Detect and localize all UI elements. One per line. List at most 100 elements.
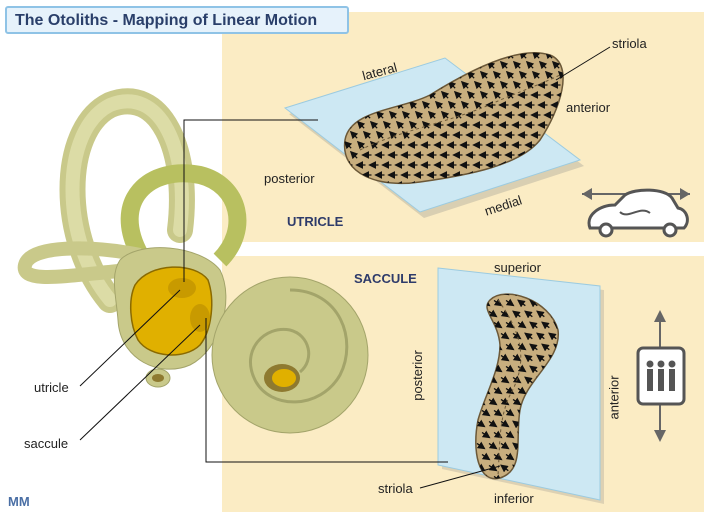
utricle-hair-cell-arrow [414, 52, 424, 60]
utricle-hair-cell-arrow [525, 60, 535, 70]
utricle-hair-cell-arrow [427, 52, 437, 60]
saccule-hair-cell-arrow [481, 430, 491, 439]
utricle-hair-cell-arrow [518, 70, 528, 80]
saccule-hair-cell-arrow [476, 441, 486, 450]
label-saccule-posterior: posterior [409, 350, 425, 401]
saccule-hair-cell-arrow [512, 397, 522, 406]
saccule-hair-cell-arrow [493, 408, 503, 417]
saccule-hair-cell-arrow [500, 419, 510, 428]
utricle-hair-cell-arrow [388, 130, 398, 140]
utricle-hair-cell-arrow [460, 100, 470, 110]
utricle-hair-cell-arrow [499, 80, 509, 90]
utricle-hair-cell-arrow [440, 52, 450, 60]
label-utricle: utricle [34, 380, 69, 395]
saccule-hair-cell-arrow [488, 441, 498, 450]
saccule-hair-cell-arrow [541, 343, 550, 352]
saccule-hair-cell-arrow [541, 321, 550, 330]
label-utricle-striola: striola [612, 36, 647, 51]
utricle-hair-cell-arrow [414, 110, 424, 120]
utricle-hair-cell-arrow [388, 52, 398, 60]
utricle-hair-cell-arrow [349, 52, 359, 60]
saccule-hair-cell-arrow [548, 332, 557, 341]
utricle-hair-cell-arrow [369, 140, 379, 150]
utricle-hair-cell-arrow [349, 70, 359, 80]
utricle-hair-cell-arrow [344, 140, 353, 150]
utricle-hair-cell-arrow [395, 60, 405, 70]
utricle-hair-cell-arrow [453, 52, 463, 60]
saccule-hair-cell-arrow [505, 452, 515, 461]
utricle-hair-cell-arrow [492, 70, 502, 80]
mm-logo: MM [8, 494, 30, 509]
saccule-hair-cell-arrow [493, 320, 503, 329]
utricle-hair-cell-arrow [440, 110, 450, 120]
utricle-hair-cell-arrow [505, 90, 515, 100]
utricle-hair-cell-arrow [479, 52, 489, 60]
utricle-hair-cell-arrow [460, 60, 470, 70]
saccule-hair-cell-arrow [500, 331, 510, 340]
utricle-hair-cell-arrow [401, 110, 411, 120]
utricle-hair-cell-arrow [356, 140, 366, 150]
saccule-hair-cell-arrow [529, 343, 538, 352]
utricle-hair-cell-arrow [466, 90, 476, 100]
utricle-hair-cell-arrow [369, 120, 379, 130]
saccule-hair-cell-arrow [500, 397, 510, 406]
utricle-heading: UTRICLE [287, 214, 344, 229]
utricle-hair-cell-arrow [362, 130, 372, 140]
saccule-hair-cell-arrow [517, 364, 527, 373]
saccule-hair-cell-arrow [493, 386, 503, 395]
car-horizontal-motion-icon [582, 188, 690, 238]
saccule-hair-cell-arrow [529, 365, 538, 374]
saccule-hair-cell-arrow [505, 386, 515, 395]
utricle-hair-cell-arrow [427, 110, 437, 120]
utricle-hair-cell-arrow [499, 60, 509, 70]
utricle-striola-line [359, 74, 561, 151]
utricle-hair-cell-arrow [401, 52, 411, 60]
saccule-hair-cell-arrow [476, 419, 486, 428]
utricle-hair-cell-arrow [382, 120, 392, 130]
saccule-hair-cell-arrow [500, 353, 510, 362]
elevator-vertical-motion-icon [636, 310, 686, 442]
saccule-hair-cell-arrow [493, 474, 503, 479]
utricle-hair-cell-arrow [557, 70, 564, 80]
utricle-hair-cell-arrow [479, 70, 489, 80]
utricle-hair-cell-arrow [544, 70, 554, 80]
utricle-hair-cell-arrow [408, 120, 418, 130]
saccule-hair-cell-arrow [512, 353, 522, 362]
inner-ear-illustration [17, 88, 369, 434]
saccule-hair-cell-arrow [524, 310, 533, 319]
saccule-hair-cell-arrow [481, 408, 491, 417]
label-saccule: saccule [24, 436, 69, 451]
label-inferior: inferior [494, 491, 534, 506]
utricle-hair-cell-arrow [473, 80, 483, 90]
utricle-hair-cell-arrow [408, 100, 418, 110]
saccule-hair-cell-arrow [524, 376, 533, 385]
utricle-hair-cell-arrow [453, 90, 463, 100]
saccule-hair-cell-arrow [505, 320, 515, 329]
saccule-hair-cell-arrow [500, 441, 510, 450]
label-saccule-anterior: anterior [606, 375, 622, 420]
saccule-hair-cell-arrow [488, 309, 498, 318]
saccule-striola-line [497, 299, 522, 476]
saccule-hair-cell-arrow [493, 452, 503, 461]
saccule-hair-cell-arrow [500, 309, 510, 318]
label-saccule-striola: striola [378, 481, 413, 496]
title-box: The Otoliths - Mapping of Linear Motion [5, 6, 349, 34]
utricle-hair-cell-arrow [375, 110, 385, 120]
saccule-heading: SACCULE [354, 271, 417, 286]
saccule-hair-cell-arrow [505, 342, 515, 351]
utricle-hair-cell-arrow [421, 100, 431, 110]
saccule-hair-cell-arrow [517, 299, 526, 308]
utricle-hair-cell-arrow [362, 52, 372, 60]
saccule-hair-cell-arrow [488, 419, 498, 428]
utricle-hair-cell-arrow [492, 52, 502, 60]
utricle-hair-cell-arrow [557, 52, 564, 60]
utricle-hair-cell-arrow [572, 52, 578, 58]
saccule-hair-cell-arrow [536, 332, 545, 341]
saccule-hair-cell-arrow [529, 321, 538, 330]
saccule-hair-cell-arrow [536, 354, 545, 363]
utricle-hair-cell-arrow [434, 100, 444, 110]
saccule-hair-cell-arrow [517, 320, 527, 329]
utricle-hair-cell-arrow [401, 130, 411, 140]
utricle-hair-cell-arrow [512, 60, 522, 70]
